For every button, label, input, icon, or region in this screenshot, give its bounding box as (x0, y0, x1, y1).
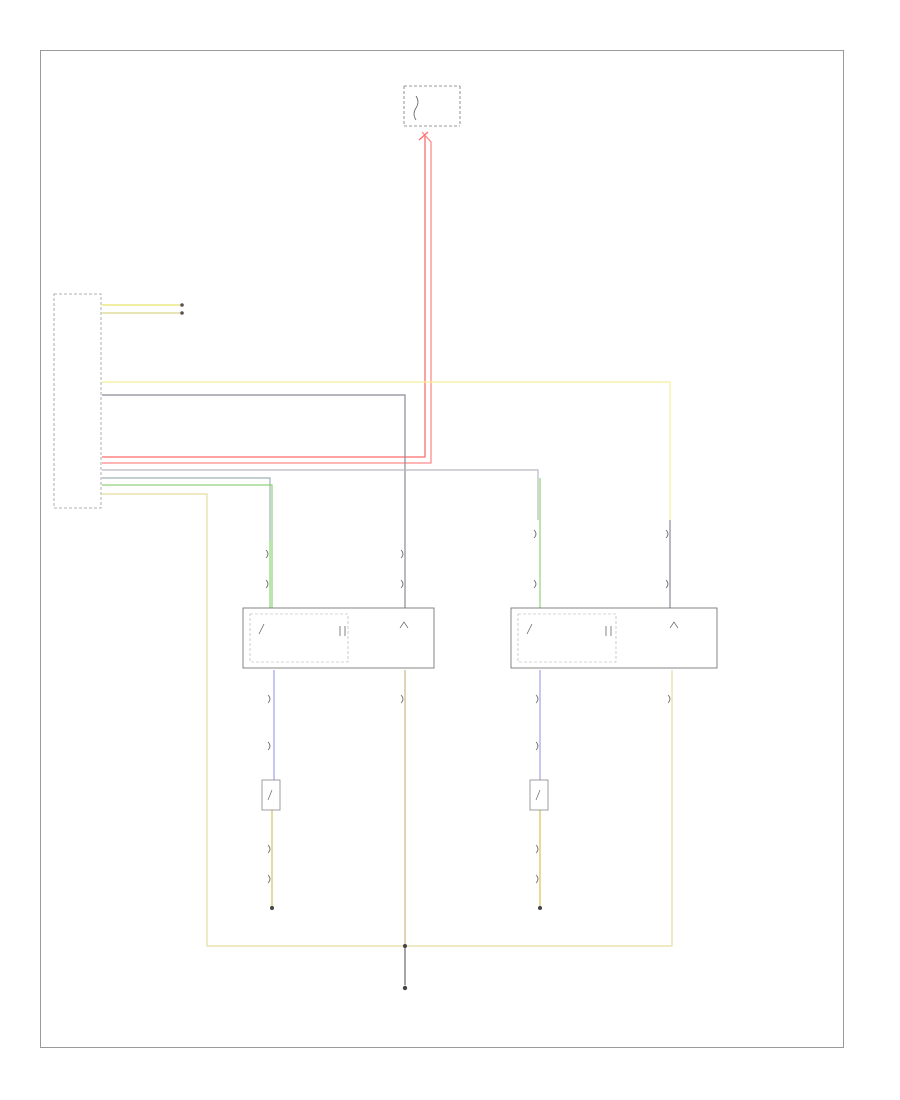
wire-gray-right (102, 469, 539, 520)
wire-gray-left (102, 394, 406, 545)
left-seat-heater-switch (242, 607, 435, 669)
fuse-panel (403, 85, 461, 127)
wires (102, 131, 673, 985)
left-heater-element (261, 779, 281, 811)
connector-dot (180, 311, 184, 315)
left-ground-dot (270, 906, 274, 910)
right-seat-heater-switch (510, 607, 718, 669)
grounds (270, 906, 542, 991)
wire-red-1 (102, 136, 426, 458)
connector-dot (180, 303, 184, 307)
control-module (53, 293, 102, 509)
fuse-symbol (413, 95, 419, 121)
diagram-frame (40, 50, 844, 1048)
wire-red-2 (102, 131, 432, 464)
wire-green-left (102, 484, 273, 608)
wire-yellow (102, 381, 671, 520)
wire-tan-ground (102, 493, 673, 947)
right-ground-dot (538, 906, 542, 910)
connector-breaks (265, 529, 671, 884)
main-ground-dot (402, 985, 408, 991)
wire-left-signal (102, 477, 271, 540)
splice-dot (403, 944, 407, 948)
right-heater-element (529, 779, 549, 811)
